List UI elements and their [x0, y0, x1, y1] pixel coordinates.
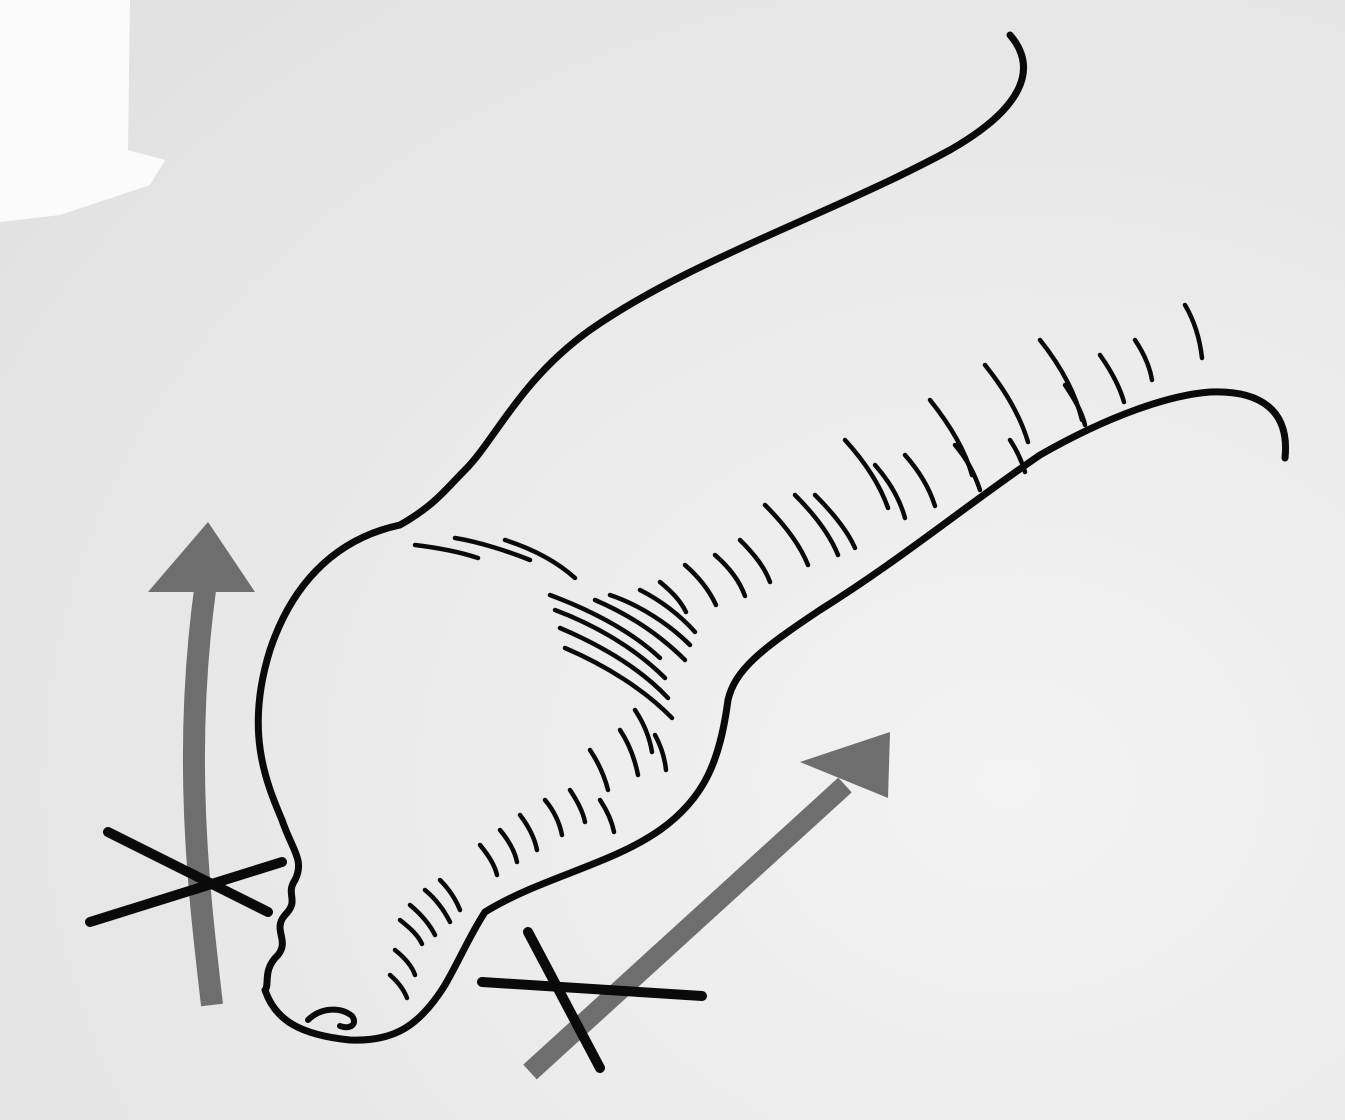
foot-diagram: [0, 0, 1345, 1120]
diagram-page: [0, 0, 1345, 1120]
